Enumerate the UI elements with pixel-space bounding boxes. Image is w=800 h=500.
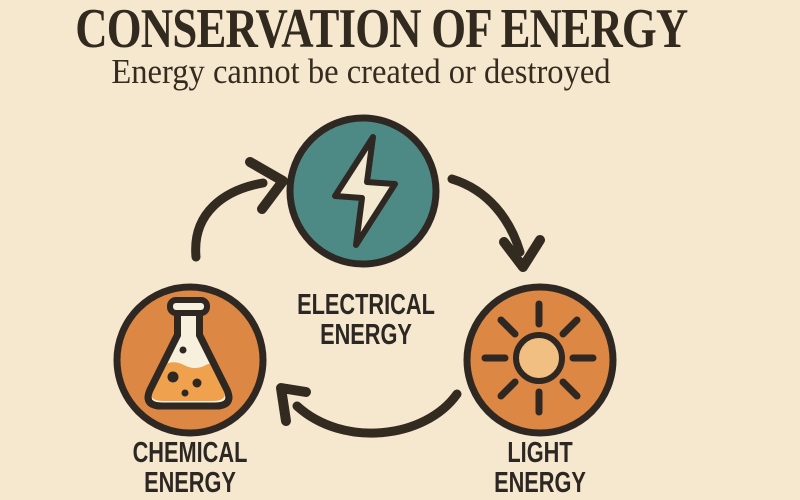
electrical-energy-node <box>286 114 440 268</box>
light-energy-label: LIGHT ENERGY <box>494 437 586 499</box>
page-title: CONSERVATION OF ENERGY <box>75 0 688 60</box>
chemical-energy-label: CHEMICAL ENERGY <box>132 437 248 499</box>
sun-icon <box>481 300 597 416</box>
arrow-electrical-to-light <box>447 174 545 272</box>
lightning-bolt-icon <box>332 134 398 248</box>
flask-icon <box>144 297 233 410</box>
page-subtitle: Energy cannot be created or destroyed <box>111 52 611 91</box>
electrical-energy-label: ELECTRICAL ENERGY <box>297 289 435 351</box>
light-energy-node <box>463 283 617 437</box>
arrow-light-to-chemical <box>276 383 462 438</box>
chemical-energy-node <box>113 283 267 437</box>
arrow-chemical-to-electrical <box>191 157 288 262</box>
